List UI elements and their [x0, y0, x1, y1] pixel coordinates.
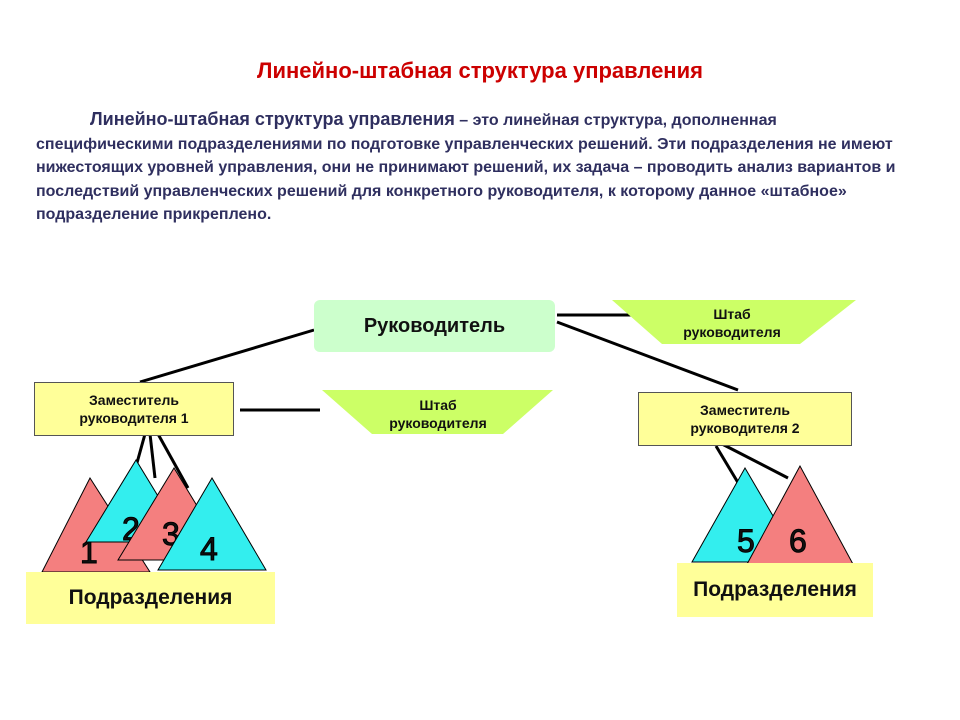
- page-title: Линейно-штабная структура управления: [257, 58, 703, 83]
- staff-top-label: Штаб руководителя: [662, 305, 802, 341]
- head-node: Руководитель: [314, 300, 555, 352]
- units-left-label: Подразделения: [26, 572, 275, 624]
- units-right-label: Подразделения: [677, 563, 873, 617]
- deputy-2-node: Заместитель руководителя 2: [638, 392, 852, 446]
- connector-head-deputy1: [139, 328, 315, 384]
- definition-text: – это линейная структура, дополненная сп…: [36, 112, 896, 223]
- staff-mid-line1: Штаб: [419, 397, 457, 413]
- deputy-2-line1: Заместитель: [700, 402, 790, 418]
- deputy-1-node: Заместитель руководителя 1: [34, 382, 234, 436]
- staff-trapezoid-mid: [322, 390, 553, 434]
- connector-deputy2-unit5: [714, 445, 742, 487]
- connector-deputy1-unit3: [148, 433, 157, 479]
- deputy-2-line2: руководителя 2: [690, 420, 800, 436]
- unit-1-number: 1: [80, 534, 98, 570]
- definition-paragraph: Линейно-штабная структура управления – э…: [36, 108, 896, 227]
- staff-trapezoid-top: [612, 300, 856, 344]
- staff-top-line1: Штаб: [713, 306, 751, 322]
- unit-4-number: 4: [200, 531, 218, 567]
- connector-deputy1-unit4: [156, 433, 190, 489]
- unit-5-number: 5: [737, 523, 755, 559]
- deputy-1-line1: Заместитель: [89, 392, 179, 408]
- deputy-1-line2: руководителя 1: [79, 410, 189, 426]
- definition-term: Линейно-штабная структура управления: [90, 109, 455, 129]
- unit-6-number: 6: [789, 523, 807, 559]
- unit-4-triangle: [157, 477, 267, 571]
- staff-mid-label: Штаб руководителя: [370, 396, 506, 432]
- connector-head-deputy2: [556, 320, 739, 392]
- staff-mid-line2: руководителя: [389, 415, 487, 431]
- staff-top-line2: руководителя: [683, 324, 781, 340]
- connector-deputy2-unit6: [721, 442, 789, 480]
